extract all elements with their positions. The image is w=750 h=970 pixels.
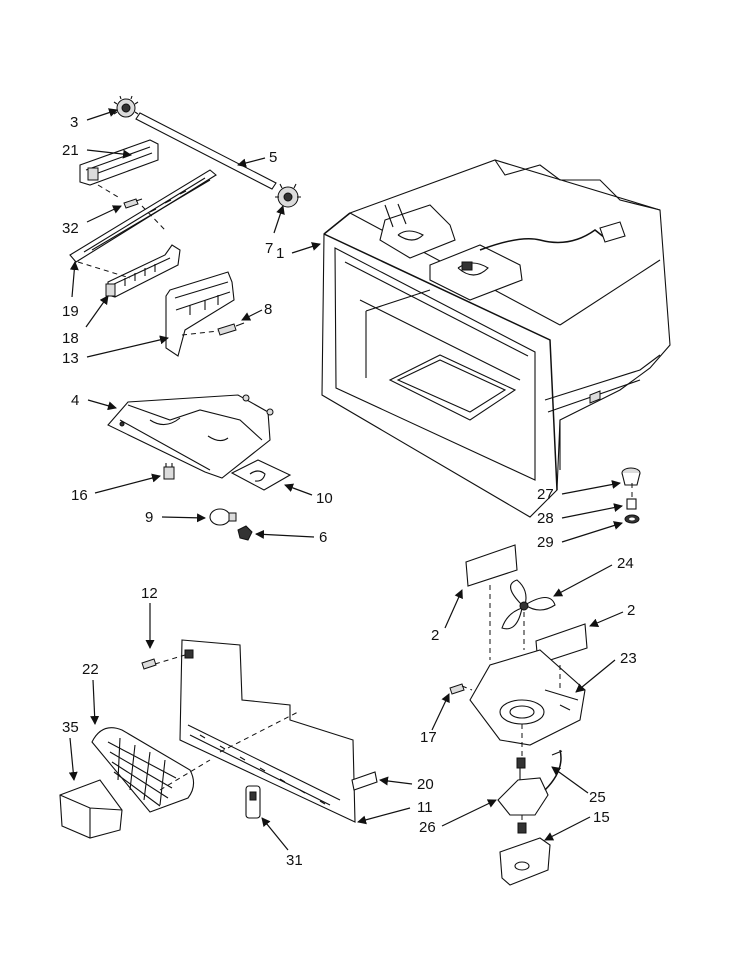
callout-27: 27 (537, 486, 554, 503)
dashed-assembly-lines-lower (154, 654, 299, 791)
callout-4: 4 (71, 392, 79, 409)
part-22-grille (91, 727, 195, 813)
callout-labels: 3 21 5 32 7 19 1 18 8 13 4 16 10 9 6 27 … (62, 114, 637, 869)
part-26-motor (497, 757, 549, 816)
callout-3: 3 (70, 114, 78, 131)
part-10-label (230, 459, 292, 491)
callout-28: 28 (537, 510, 554, 527)
part-5-shaft (135, 112, 277, 190)
callout-19: 19 (62, 303, 79, 320)
part-7-gear (275, 183, 301, 208)
callout-13: 13 (62, 350, 79, 367)
part-2-foam-upper (465, 544, 518, 587)
part-3-gear (113, 95, 139, 118)
part-27-filter-cap (621, 467, 641, 486)
callout-6: 6 (319, 529, 327, 546)
callout-25: 25 (589, 789, 606, 806)
callout-9: 9 (145, 509, 153, 526)
part-4-cover (107, 394, 274, 479)
callout-21: 21 (62, 142, 79, 159)
callout-26: 26 (419, 819, 436, 836)
part-24-fan-blade (501, 579, 556, 630)
callout-22: 22 (82, 661, 99, 678)
callout-1: 1 (276, 245, 284, 262)
callout-32: 32 (62, 220, 79, 237)
callout-16: 16 (71, 487, 88, 504)
part-23-fan-shroud (469, 649, 586, 746)
callout-7: 7 (265, 240, 273, 257)
callout-20: 20 (417, 776, 434, 793)
callout-35: 35 (62, 719, 79, 736)
part-12-screw (141, 658, 157, 670)
part-32-screw (123, 198, 143, 209)
callout-17: 17 (420, 729, 437, 746)
part-35-housing (59, 779, 123, 839)
part-16-clip (163, 463, 175, 480)
part-15-motor-bracket (499, 822, 551, 886)
callout-15: 15 (593, 809, 610, 826)
callout-29: 29 (537, 534, 554, 551)
part-19-slide-rail (69, 169, 217, 263)
part-31-damper (245, 785, 261, 819)
callout-2-lower: 2 (627, 602, 635, 619)
callout-10: 10 (316, 490, 333, 507)
dashed-assembly-lines-right (461, 483, 633, 823)
callout-18: 18 (62, 330, 79, 347)
callout-12: 12 (141, 585, 158, 602)
part-13-bracket (165, 271, 235, 357)
callout-5: 5 (269, 149, 277, 166)
part-9-bulb (209, 508, 237, 526)
callout-2-upper: 2 (431, 627, 439, 644)
callout-23: 23 (620, 650, 637, 667)
part-8-screw (217, 322, 245, 336)
callout-24: 24 (617, 555, 634, 572)
part-21-slide-bracket (79, 139, 159, 186)
callout-31: 31 (286, 852, 303, 869)
part-25-wire-harness (544, 749, 563, 791)
part-28-spacer (626, 498, 637, 510)
part-18-slide-bracket (105, 244, 181, 298)
leader-lines (68, 108, 624, 851)
dashed-assembly-lines-upper (77, 184, 219, 336)
part-17-screw (449, 683, 465, 695)
part-11-rear-panel (179, 639, 356, 823)
part-20-foam-strip (351, 771, 378, 791)
part-6-socket (237, 525, 253, 541)
part-1-housing (321, 159, 671, 518)
callout-8: 8 (264, 301, 272, 318)
callout-11: 11 (417, 799, 433, 816)
part-29-washer (624, 514, 640, 524)
